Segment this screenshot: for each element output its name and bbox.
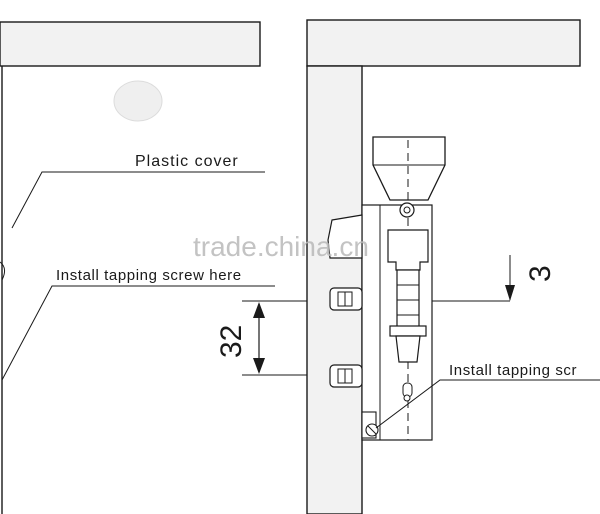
hanger-cam-housing bbox=[387, 229, 429, 271]
right-cabinet-view: Install tapping scr bbox=[306, 19, 600, 514]
dim-3-label: 3 bbox=[524, 265, 557, 282]
side-panel-edge-mark bbox=[0, 261, 6, 281]
dim-32-arrow-down bbox=[253, 358, 265, 374]
left-cabinet-view: Plastic cover Install tapping screw here bbox=[0, 21, 275, 514]
tapping-screw-upper bbox=[329, 287, 363, 311]
hanger-side-lug bbox=[327, 214, 363, 259]
plastic-cover-label: Plastic cover bbox=[135, 153, 239, 170]
adjustment-screw-tip bbox=[395, 335, 421, 363]
dimension-32: 32 bbox=[215, 300, 510, 376]
plastic-cover-leader bbox=[11, 171, 265, 229]
install-screw-right-leader bbox=[375, 379, 600, 429]
adjustment-screw-nut bbox=[389, 325, 427, 337]
install-screw-right-label: Install tapping scr bbox=[449, 362, 577, 379]
install-screw-left-leader bbox=[1, 285, 275, 381]
dimension-3: 3 bbox=[505, 255, 557, 301]
dim-32-label: 32 bbox=[215, 325, 248, 358]
dim-3-arrow bbox=[505, 285, 515, 301]
hanger-top-bracket bbox=[372, 136, 446, 201]
hanger-top-hole bbox=[399, 202, 415, 218]
watermark-text: trade.china.cn bbox=[193, 231, 369, 262]
tapping-screw-bottom bbox=[361, 411, 379, 439]
tapping-screw-lower bbox=[329, 364, 363, 388]
dim-32-arrow-up bbox=[253, 302, 265, 318]
right-top-panel bbox=[306, 19, 581, 67]
hanger-lower-hole bbox=[403, 394, 411, 402]
plastic-cover-shape bbox=[113, 80, 163, 122]
adjustment-screw-body bbox=[396, 269, 420, 329]
install-screw-left-label: Install tapping screw here bbox=[56, 267, 242, 284]
hanger-top-hole-inner bbox=[403, 206, 411, 214]
left-top-panel bbox=[0, 21, 261, 67]
